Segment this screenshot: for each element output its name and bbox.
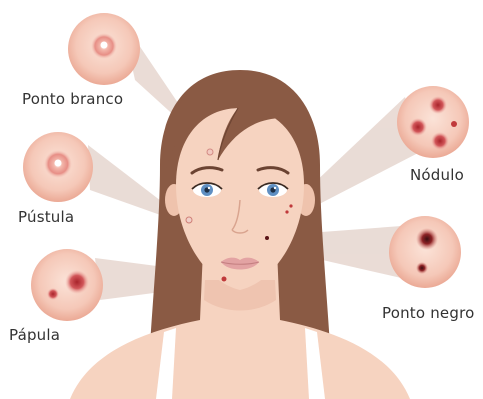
face-lesion-ponto-branco — [207, 149, 213, 155]
zoom-circle-ponto-branco — [68, 13, 140, 85]
face-lesion-papula — [222, 277, 227, 282]
label-pustula: Pústula — [18, 208, 74, 226]
face-lesion-nodulo-2 — [285, 210, 288, 213]
face-lesion-pustula — [186, 217, 192, 223]
zoom-circle-ponto-negro — [389, 216, 461, 288]
label-ponto-branco: Ponto branco — [22, 90, 123, 108]
label-nodulo: Nódulo — [410, 166, 464, 184]
label-ponto-negro: Ponto negro — [382, 304, 475, 322]
face-lesion-nodulo-1 — [289, 204, 292, 207]
zoom-circle-papula — [31, 249, 103, 321]
zoom-circle-nodulo — [397, 86, 469, 158]
label-papula: Pápula — [9, 326, 60, 344]
zoom-circle-pustula — [23, 132, 93, 202]
face-lesion-ponto-negro — [265, 236, 269, 240]
